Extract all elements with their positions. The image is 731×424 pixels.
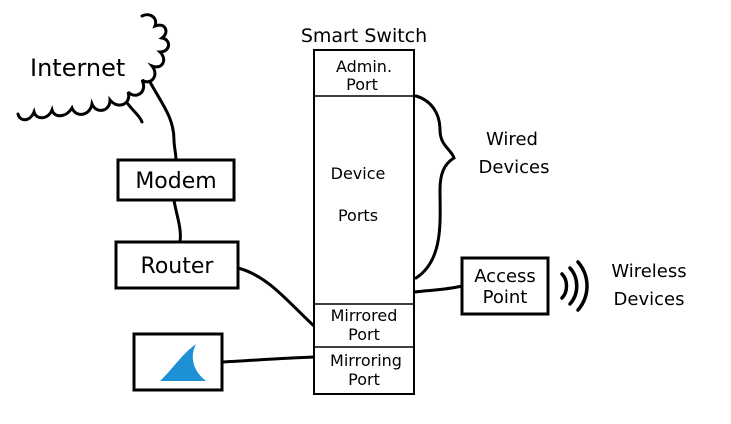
router-mirrored-link — [236, 266, 316, 328]
wired-devices-brace — [414, 94, 456, 280]
modem-router-link — [172, 198, 182, 244]
svg-text:Port: Port — [346, 75, 378, 94]
wireless-devices-label: Wireless Devices — [611, 261, 686, 310]
svg-text:Wired: Wired — [486, 129, 538, 150]
modem-label: Modem — [135, 169, 216, 194]
switch-title: Smart Switch — [301, 25, 427, 47]
router-label: Router — [141, 254, 215, 279]
mirrored-port: Mirrored Port — [331, 306, 398, 344]
wifi-waves-icon — [560, 260, 589, 312]
internet-modem-link — [148, 80, 178, 162]
modem-box — [116, 158, 236, 202]
access-point-box — [460, 256, 550, 316]
svg-text:Devices: Devices — [479, 157, 550, 178]
router-box — [114, 240, 240, 290]
access-point-label: Access Point — [474, 266, 536, 308]
switch-ap-link — [412, 284, 464, 294]
device-ports: Device Ports — [331, 164, 386, 225]
svg-text:Mirroring: Mirroring — [330, 351, 402, 370]
svg-text:Port: Port — [348, 370, 380, 389]
shark-fin-icon — [160, 344, 206, 381]
svg-text:Admin.: Admin. — [336, 57, 392, 76]
wired-devices-label: Wired Devices — [479, 129, 550, 178]
mirroring-port: Mirroring Port — [330, 351, 402, 389]
shark-mirroring-link — [220, 355, 316, 364]
svg-text:Access: Access — [474, 266, 536, 287]
internet-label: Internet — [30, 54, 125, 82]
internet-cloud — [16, 13, 170, 124]
svg-text:Port: Port — [348, 325, 380, 344]
svg-text:Wireless: Wireless — [611, 261, 686, 282]
svg-text:Mirrored: Mirrored — [331, 306, 398, 325]
svg-text:Devices: Devices — [614, 289, 685, 310]
svg-text:Point: Point — [483, 287, 528, 308]
svg-text:Ports: Ports — [338, 206, 378, 225]
svg-text:Device: Device — [331, 164, 386, 183]
smart-switch-box — [313, 49, 415, 395]
admin-port: Admin. Port — [336, 57, 392, 94]
